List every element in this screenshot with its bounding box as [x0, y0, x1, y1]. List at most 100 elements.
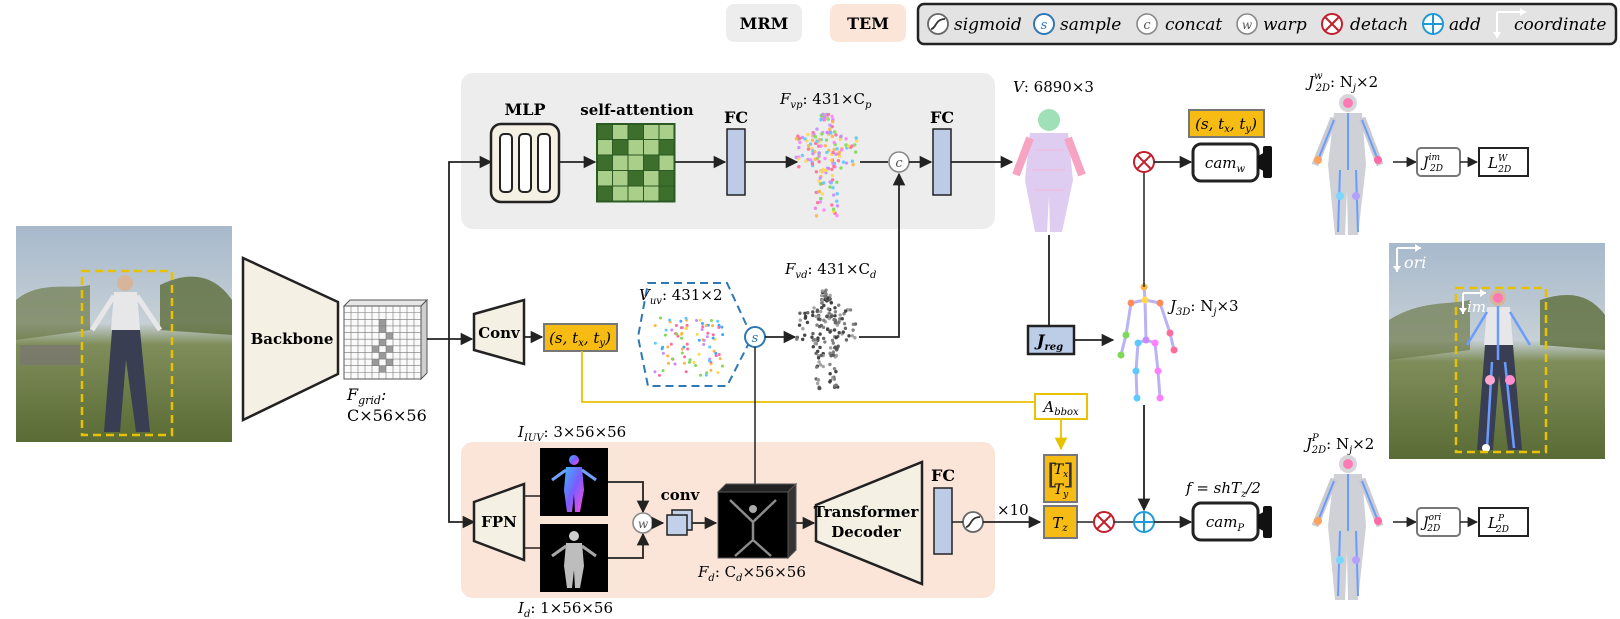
self-attention-grid — [596, 123, 676, 203]
fgrid-label: Fgrid: — [346, 385, 386, 407]
mlp-label: MLP — [505, 100, 546, 119]
vuv-panel — [636, 282, 754, 387]
mrm-legend-label: MRM — [740, 14, 789, 33]
legend: MRM TEM sigmoid s sample c concat w warp… — [726, 2, 1618, 46]
small-conv-block — [666, 509, 693, 536]
transformer-label-1: Transformer — [814, 503, 920, 521]
iuv-image — [540, 448, 608, 516]
detach-legend-label: detach — [1350, 15, 1408, 35]
im-label: im — [1467, 298, 1486, 316]
sample-icon: s — [1033, 13, 1055, 35]
detach-op-icon-top — [1133, 151, 1155, 173]
fvp-label: Fvp: 431×Cp — [779, 90, 872, 111]
detach-op-icon-bottom — [1093, 511, 1115, 533]
txty-box — [1043, 454, 1078, 503]
loss-w-box — [1478, 147, 1529, 177]
ori-label: ori — [1404, 253, 1426, 272]
loss-p-box — [1478, 507, 1529, 537]
vuv-dots — [653, 316, 725, 377]
mrm-legend-swatch — [726, 4, 802, 42]
times10-label: ×10 — [997, 501, 1029, 519]
backbone-label: Backbone — [251, 330, 334, 348]
cam-p-block — [1191, 501, 1272, 542]
svg-text:w: w — [1242, 18, 1253, 32]
vuv-label: Vuv: 431×2 — [639, 286, 723, 307]
self-attention-label: self-attention — [580, 101, 693, 119]
fpn-label: FPN — [481, 513, 517, 531]
im-coordinate-icon — [1459, 289, 1486, 314]
concat-op-icon: c — [888, 151, 910, 173]
input-image — [16, 226, 232, 442]
focal-formula: f = shTz/2 — [1185, 479, 1261, 500]
coordinate-icon — [1493, 8, 1526, 38]
warp-legend-label: warp — [1263, 15, 1307, 35]
j2d-p-figure — [1311, 455, 1384, 600]
add-icon — [1422, 13, 1444, 35]
fc-label-3: FC — [931, 466, 955, 485]
abbox-label: Abbox — [1041, 398, 1079, 418]
flow-id-to-warp — [608, 532, 650, 559]
warp-op-icon: w — [632, 512, 654, 534]
camparams-box-1 — [543, 323, 618, 352]
fvp-point-cloud — [794, 112, 859, 218]
backbone-block — [241, 256, 340, 422]
operator-legend-box — [916, 2, 1618, 46]
cam-w-label: camw — [1205, 154, 1246, 175]
small-conv-label: conv — [661, 486, 701, 504]
depth-image — [540, 524, 608, 592]
txty-close-bracket: ] — [1063, 458, 1074, 491]
fgrid-shape: C×56×56 — [347, 406, 427, 425]
output-image: ori im — [1389, 243, 1605, 459]
fgrid-cube — [342, 298, 429, 381]
svg-text:s: s — [752, 331, 759, 346]
sigmoid-op-icon — [962, 511, 984, 533]
add-op-icon — [1133, 511, 1155, 533]
conv-label: Conv — [478, 324, 521, 342]
sigmoid-legend-label: sigmoid — [954, 15, 1022, 35]
output-bbox-dashed — [1454, 286, 1548, 454]
fc-label-2: FC — [930, 108, 954, 127]
flow-fvd-to-concat — [859, 172, 906, 338]
j3d-label: J3D: Nj×3 — [1167, 297, 1239, 318]
sample-legend-label: sample — [1060, 15, 1121, 35]
fc-block-3 — [933, 487, 953, 555]
bbox-dashed — [80, 269, 174, 437]
flow-iuv-to-warp — [608, 481, 650, 514]
concat-icon: c — [1136, 13, 1158, 35]
j2d-w-figure — [1311, 94, 1384, 235]
txty-open-bracket: [ — [1047, 458, 1058, 491]
coordinate-legend-label: coordinate — [1514, 15, 1606, 35]
fpn-block — [472, 482, 526, 562]
tem-legend-label: TEM — [847, 14, 889, 33]
ori-coordinate-icon — [1393, 244, 1421, 272]
iuv-label: IIUV: 3×56×56 — [517, 423, 626, 444]
fc-block-1 — [726, 128, 746, 196]
flow-grid-to-fpn — [448, 339, 476, 529]
tz-box — [1043, 505, 1078, 539]
ty-label: Ty — [1054, 482, 1069, 500]
abbox-box — [1034, 393, 1088, 420]
tx-label: Tx — [1054, 462, 1068, 480]
flow-camparams-to-abbox — [581, 351, 1035, 403]
fc-block-2 — [932, 128, 952, 196]
svg-text:w: w — [638, 517, 649, 531]
transformer-decoder-block — [814, 460, 924, 586]
camparams-text-2: (s, tx, ty) — [1195, 115, 1257, 135]
cam-p-label: camP — [1206, 513, 1245, 534]
tz-label: Tz — [1052, 514, 1068, 534]
svg-text:s: s — [1041, 18, 1048, 33]
fvd-label: Fvd: 431×Cd — [784, 260, 876, 281]
detach-icon — [1321, 13, 1343, 35]
jreg-label: Jreg — [1034, 331, 1063, 353]
person-figure — [89, 275, 163, 432]
cam-w-block — [1191, 142, 1272, 183]
transformer-label-2: Decoder — [831, 523, 902, 541]
concat-legend-label: concat — [1165, 15, 1222, 35]
